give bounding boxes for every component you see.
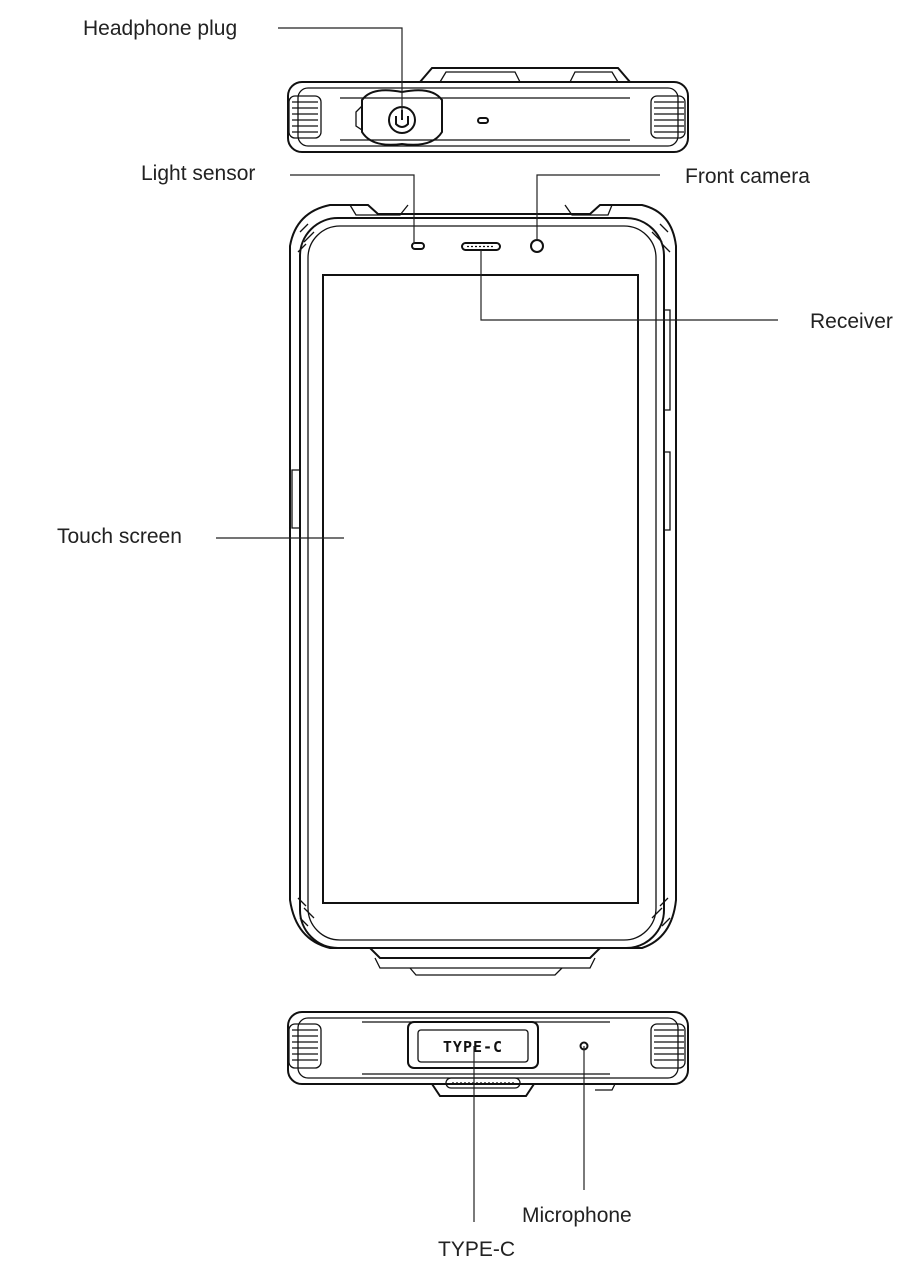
light-sensor-dot bbox=[411, 242, 425, 250]
label-type-c: TYPE-C bbox=[438, 1238, 515, 1261]
light-sensor-leader bbox=[290, 174, 415, 244]
type-c-port: TYPE-C bbox=[407, 1021, 539, 1069]
type-c-port-text: TYPE-C bbox=[443, 1038, 503, 1056]
top-view bbox=[287, 67, 689, 153]
side-key bbox=[291, 469, 300, 529]
label-receiver: Receiver bbox=[810, 310, 893, 333]
label-microphone: Microphone bbox=[522, 1204, 632, 1227]
label-touch-screen: Touch screen bbox=[57, 525, 182, 548]
label-headphone-plug: Headphone plug bbox=[83, 17, 237, 40]
top-left-grip bbox=[288, 95, 322, 139]
top-right-grip bbox=[650, 95, 686, 139]
front-camera-leader bbox=[536, 174, 660, 240]
bottom-view: TYPE-C bbox=[287, 1011, 689, 1097]
power-button bbox=[664, 451, 671, 531]
label-front-camera: Front camera bbox=[685, 165, 810, 188]
volume-button bbox=[664, 309, 671, 411]
label-light-sensor: Light sensor bbox=[141, 162, 255, 185]
bottom-right-grip bbox=[650, 1023, 686, 1069]
bottom-left-grip bbox=[288, 1023, 322, 1069]
touch-screen bbox=[322, 274, 639, 904]
front-camera-dot bbox=[530, 239, 544, 253]
receiver-leader bbox=[480, 250, 778, 321]
top-mic-hole bbox=[477, 117, 489, 124]
leader-lines bbox=[216, 27, 778, 1222]
headphone-plug-leader bbox=[278, 27, 403, 118]
